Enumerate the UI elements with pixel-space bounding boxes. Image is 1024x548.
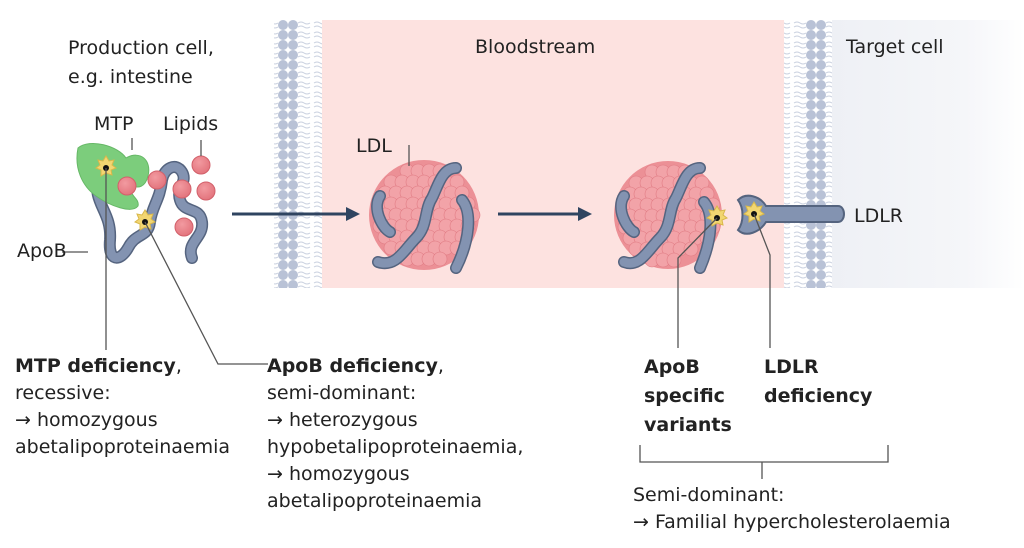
arrow-ldl-to-binding: [498, 207, 592, 221]
lipids-label: Lipids: [163, 113, 219, 135]
lipid-core-bubble: [683, 241, 699, 257]
arrow-production-to-ldl: [232, 207, 360, 221]
bloodstream-region: [285, 20, 805, 288]
target-cell-region: [830, 20, 1024, 288]
mtp-deficiency-annotation: MTP deficiency, recessive: → homozygous …: [15, 355, 231, 458]
lipid-core-bubble: [432, 251, 448, 267]
ldlr-receptor: [736, 194, 845, 235]
ldlr-deficiency-annotation: LDLR deficiency: [764, 356, 873, 407]
production-cell-label: Production cell, e.g. intestine: [68, 34, 214, 92]
production-cell-membrane: [274, 20, 322, 288]
apob-variants-annotation: ApoB specific variants: [644, 356, 732, 436]
lipid-core-bubble: [666, 252, 682, 268]
leader-ldlr-deficiency: [753, 213, 771, 348]
leader-apob-deficiency: [144, 221, 268, 365]
target-cell-membrane: [784, 20, 832, 288]
ldl-particle: [369, 160, 481, 274]
lipid-droplets: [117, 155, 216, 237]
apob-label: ApoB: [17, 240, 67, 262]
leader-lines: [62, 138, 889, 479]
bracket-combined: [639, 445, 889, 463]
target-cell-label: Target cell: [846, 36, 944, 58]
leader-apob-variants: [677, 217, 718, 348]
apob-deficiency-annotation: ApoB deficiency, semi-dominant: → hetero…: [267, 355, 524, 512]
ldl-label: LDL: [356, 135, 392, 157]
combined-annotation: Semi-dominant: → Familial hypercholester…: [633, 484, 951, 533]
ldlr-mutation-star-icon: [742, 201, 766, 223]
production-cell-line2: e.g. intestine: [68, 66, 193, 88]
mtp-label: MTP: [94, 113, 134, 135]
ldl-particle-bound: [614, 161, 722, 274]
mtp-protein: [76, 143, 150, 210]
apob-deficiency-title: ApoB deficiency: [267, 355, 438, 377]
ldlr-label: LDLR: [854, 205, 904, 227]
mtp-deficiency-title: MTP deficiency: [15, 355, 176, 377]
bloodstream-label: Bloodstream: [475, 36, 596, 58]
production-cell-line1: Production cell,: [68, 37, 214, 59]
